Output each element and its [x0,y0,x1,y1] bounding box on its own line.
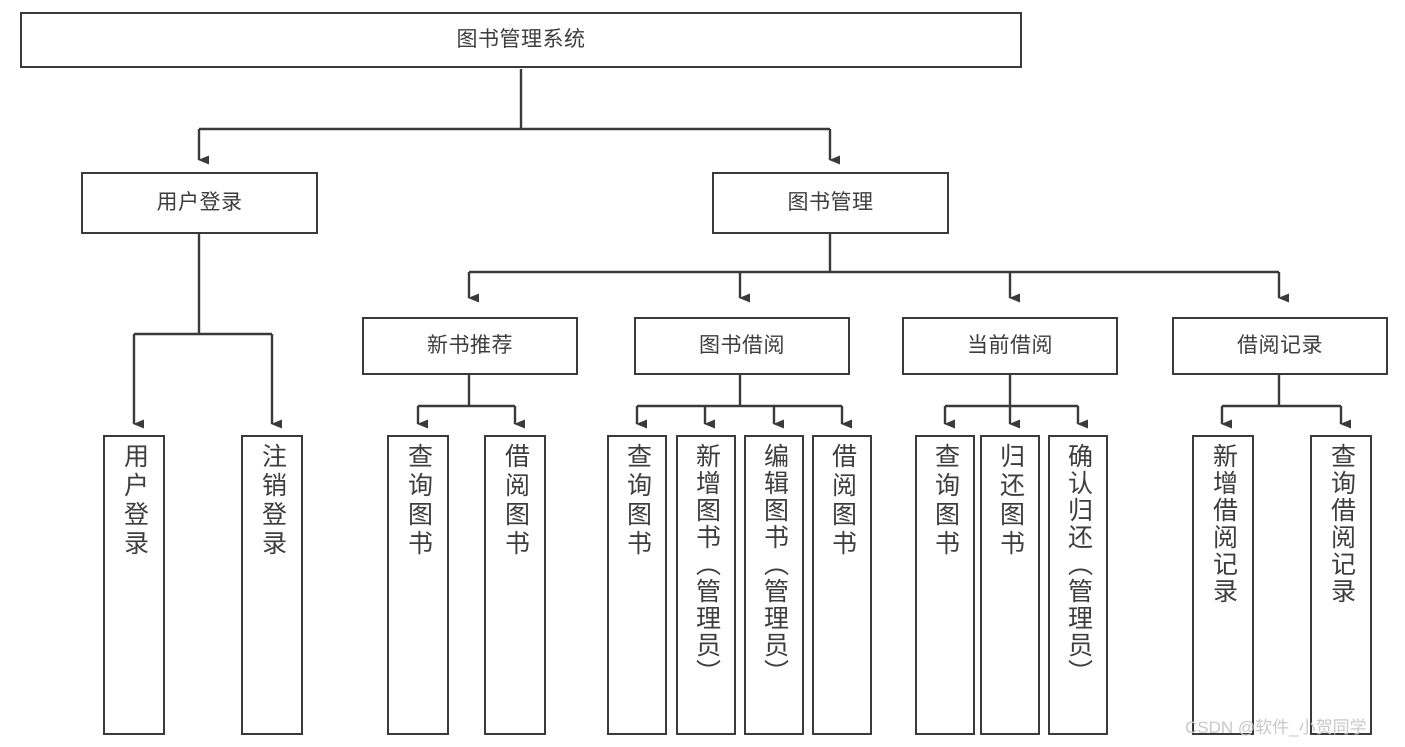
node-leaf-return-book[interactable]: 归还图书 [980,435,1040,735]
node-borrow-record-label: 借阅记录 [1237,334,1323,358]
node-leaf-query-record-label: 查询借阅记录 [1327,443,1356,605]
node-leaf-confirm-return[interactable]: 确认归还（管理员） [1048,435,1108,735]
node-user-login[interactable]: 用户登录 [81,172,318,234]
node-user-login-label: 用户登录 [156,191,243,215]
node-book-borrow[interactable]: 图书借阅 [634,317,850,375]
node-new-book-recommend[interactable]: 新书推荐 [362,317,578,375]
node-leaf-query-record[interactable]: 查询借阅记录 [1310,435,1372,735]
node-new-book-recommend-label: 新书推荐 [427,334,513,358]
node-leaf-edit-book-label: 编辑图书（管理员） [760,443,789,686]
node-leaf-add-record-label: 新增借阅记录 [1209,443,1238,605]
node-leaf-borrow-book-1-label: 借阅图书 [501,443,530,559]
node-root[interactable]: 图书管理系统 [20,12,1022,68]
node-leaf-query-book-1[interactable]: 查询图书 [387,435,449,735]
node-book-borrow-label: 图书借阅 [699,334,785,358]
node-leaf-borrow-book-2-label: 借阅图书 [828,443,857,559]
node-leaf-logout-login[interactable]: 注销登录 [241,435,303,735]
csdn-watermark: CSDN @软件_小贺同学 [1185,718,1367,737]
node-book-manage-label: 图书管理 [787,191,874,215]
node-current-borrow[interactable]: 当前借阅 [902,317,1118,375]
node-leaf-logout-login-label: 注销登录 [258,443,287,559]
node-leaf-query-book-3[interactable]: 查询图书 [915,435,975,735]
node-leaf-query-book-1-label: 查询图书 [404,443,433,559]
node-leaf-query-book-3-label: 查询图书 [931,443,960,559]
node-borrow-record[interactable]: 借阅记录 [1172,317,1388,375]
node-leaf-edit-book[interactable]: 编辑图书（管理员） [744,435,804,735]
node-leaf-query-book-2-label: 查询图书 [623,443,652,559]
node-leaf-user-login-label: 用户登录 [120,443,149,559]
node-root-label: 图书管理系统 [456,28,586,52]
node-leaf-user-login[interactable]: 用户登录 [103,435,165,735]
node-leaf-return-book-label: 归还图书 [996,443,1025,559]
node-leaf-borrow-book-2[interactable]: 借阅图书 [812,435,872,735]
node-current-borrow-label: 当前借阅 [967,334,1053,358]
node-leaf-borrow-book-1[interactable]: 借阅图书 [484,435,546,735]
node-leaf-confirm-return-label: 确认归还（管理员） [1064,443,1093,686]
node-leaf-query-book-2[interactable]: 查询图书 [607,435,667,735]
node-book-manage[interactable]: 图书管理 [712,172,949,234]
node-leaf-add-book[interactable]: 新增图书（管理员） [676,435,736,735]
node-leaf-add-book-label: 新增图书（管理员） [692,443,721,686]
node-leaf-add-record[interactable]: 新增借阅记录 [1192,435,1254,735]
